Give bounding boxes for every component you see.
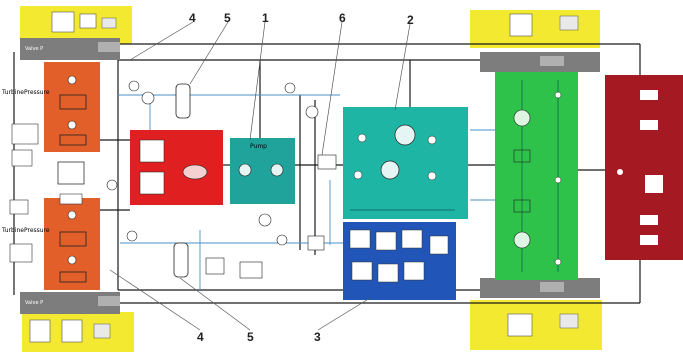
callout-6: 6 bbox=[339, 11, 346, 25]
yellow-panel-bottom-right bbox=[470, 300, 602, 350]
red-block bbox=[130, 130, 223, 205]
label-orange-top: TurbinePressure bbox=[1, 89, 50, 96]
teal-small-block: Pump bbox=[230, 138, 295, 204]
callout-1: 1 bbox=[262, 11, 269, 25]
label-orange-bottom: TurbinePressure bbox=[1, 227, 50, 234]
gray-bar-top-left: Valve P bbox=[20, 38, 120, 60]
orange-block-bottom bbox=[44, 198, 100, 290]
blue-block bbox=[343, 222, 456, 300]
gray-bar-bottom-right bbox=[480, 278, 600, 298]
svg-text:Pump: Pump bbox=[250, 143, 267, 150]
darkred-block bbox=[605, 75, 683, 260]
callout-5-top: 5 bbox=[224, 11, 231, 25]
callout-2: 2 bbox=[407, 13, 414, 27]
callout-3: 3 bbox=[314, 330, 321, 344]
teal-big-block bbox=[343, 107, 468, 219]
svg-text:Valve P: Valve P bbox=[25, 46, 43, 52]
gray-bar-bottom-left: Valve P bbox=[20, 292, 120, 314]
yellow-panel-top-right bbox=[470, 10, 600, 48]
svg-text:Valve P: Valve P bbox=[25, 300, 43, 306]
orange-block-top bbox=[44, 62, 100, 152]
yellow-panel-bottom-left bbox=[22, 312, 134, 352]
callout-4-top: 4 bbox=[189, 11, 196, 25]
green-block bbox=[495, 72, 578, 280]
callout-5-bottom: 5 bbox=[247, 330, 254, 344]
gray-bar-top-right bbox=[480, 52, 600, 72]
callout-4-bottom: 4 bbox=[197, 330, 204, 344]
